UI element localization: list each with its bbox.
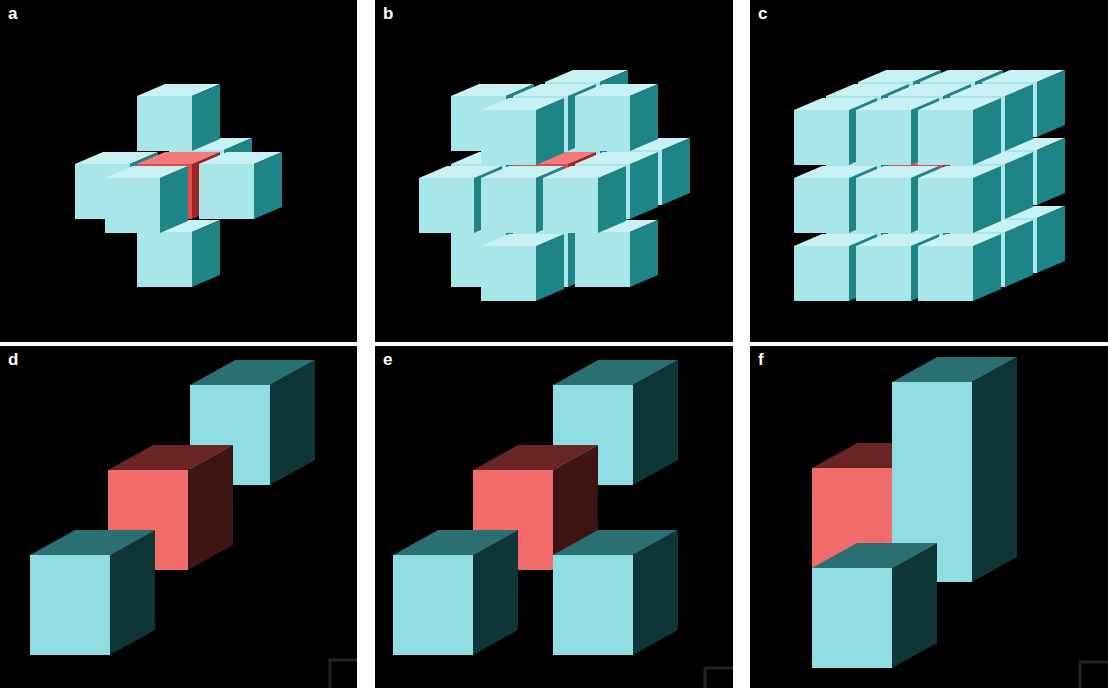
panel-label: d bbox=[8, 350, 18, 370]
panel-label: e bbox=[383, 350, 392, 370]
panel-label: a bbox=[8, 4, 17, 24]
panel-label: b bbox=[383, 4, 393, 24]
panel-label: c bbox=[758, 4, 767, 24]
panel-label: f bbox=[758, 350, 764, 370]
